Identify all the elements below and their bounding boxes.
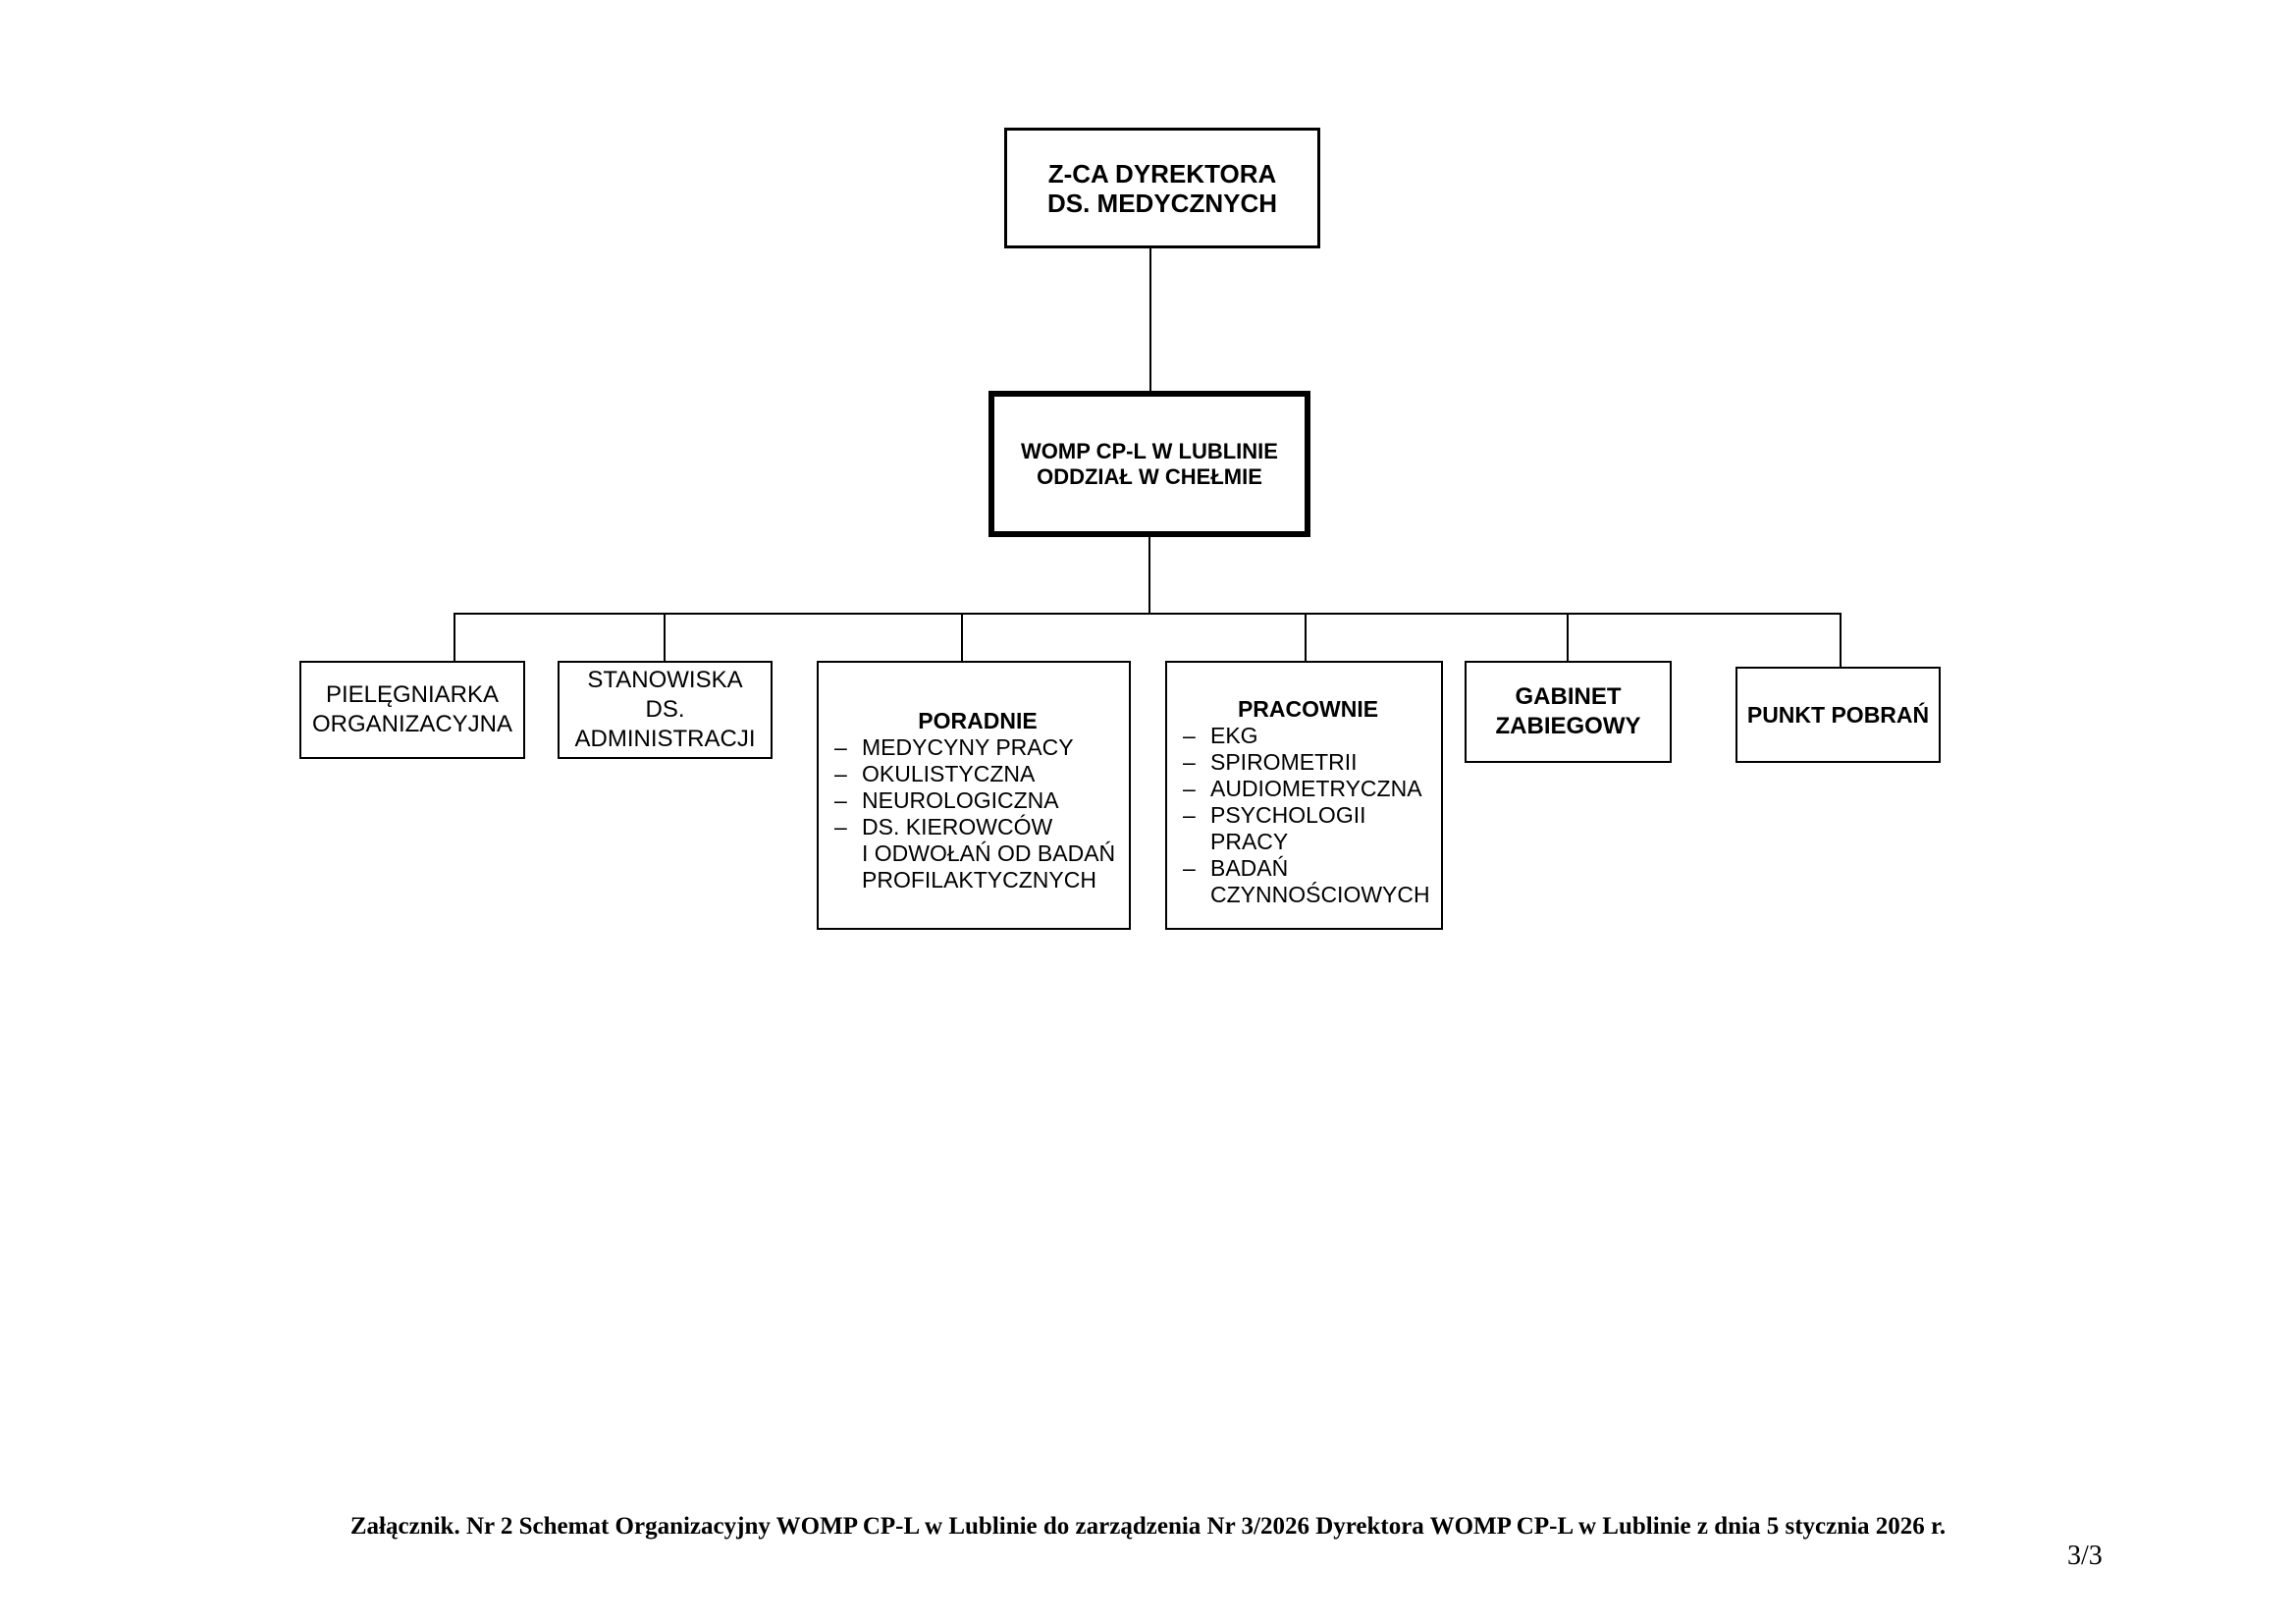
dash-bullet: – xyxy=(834,814,847,839)
poradnie-title: PORADNIE xyxy=(918,708,1038,733)
dash-bullet: – xyxy=(834,787,847,813)
dash-bullet: – xyxy=(1183,749,1196,775)
dash-bullet: – xyxy=(1183,855,1196,881)
node-label: WOMP CP-L W LUBLINIE ODDZIAŁ W CHEŁMIE xyxy=(1021,438,1278,489)
list-item-label: AUDIOMETRYCZNA xyxy=(1210,776,1422,801)
pracownie-list: – EKG – SPIROMETRII – AUDIOMETRYCZNA – P… xyxy=(1183,723,1433,908)
dash-bullet: – xyxy=(834,734,847,760)
node-label: GABINET ZABIEGOWY xyxy=(1495,683,1641,739)
page-number: 3/3 xyxy=(2067,1541,2103,1571)
node-label: PIELĘGNIARKA ORGANIZACYJNA xyxy=(311,681,513,737)
node-label: Z-CA DYREKTORA DS. MEDYCZNYCH xyxy=(1046,158,1277,218)
list-item-label: MEDYCYNY PRACY xyxy=(862,734,1074,760)
node-label: STANOWISKA DS. ADMINISTRACJI xyxy=(574,667,756,752)
node-gabinet-zabiegowy: GABINET ZABIEGOWY xyxy=(1465,661,1672,763)
footer-caption: Załącznik. Nr 2 Schemat Organizacyjny WO… xyxy=(349,1513,1947,1540)
dash-bullet: – xyxy=(1183,776,1196,801)
list-item: – NEUROLOGICZNA xyxy=(834,787,1121,814)
node-womp-chelm-branch: WOMP CP-L W LUBLINIE ODDZIAŁ W CHEŁMIE xyxy=(988,391,1310,537)
list-item-label: DS. KIEROWCÓW I ODWOŁAŃ OD BADAŃ PROFILA… xyxy=(862,814,1116,893)
list-item-label: PSYCHOLOGII PRACY xyxy=(1210,802,1366,854)
node-pracownie: PRACOWNIE – EKG – SPIROMETRII – AUDIOMET… xyxy=(1165,661,1443,930)
list-item-label: OKULISTYCZNA xyxy=(862,761,1036,786)
dash-bullet: – xyxy=(1183,723,1196,748)
list-item: – AUDIOMETRYCZNA xyxy=(1183,776,1433,802)
node-label: PUNKT POBRAŃ xyxy=(1746,702,1930,728)
list-item: – MEDYCYNY PRACY xyxy=(834,734,1121,761)
node-punkt-pobran: PUNKT POBRAŃ xyxy=(1735,667,1941,763)
list-item: – BADAŃ CZYNNOŚCIOWYCH xyxy=(1183,855,1433,908)
dash-bullet: – xyxy=(1183,802,1196,828)
pracownie-title: PRACOWNIE xyxy=(1237,696,1379,722)
list-item: – SPIROMETRII xyxy=(1183,749,1433,776)
list-item-label: NEUROLOGICZNA xyxy=(862,787,1059,813)
list-item: – EKG xyxy=(1183,723,1433,749)
dash-bullet: – xyxy=(834,761,847,786)
node-deputy-director: Z-CA DYREKTORA DS. MEDYCZNYCH xyxy=(1004,128,1320,248)
list-item-label: EKG xyxy=(1210,723,1258,748)
node-stanowiska-ds-administracji: STANOWISKA DS. ADMINISTRACJI xyxy=(558,661,773,759)
node-pielegniarka-organizacyjna: PIELĘGNIARKA ORGANIZACYJNA xyxy=(299,661,525,759)
list-item: – PSYCHOLOGII PRACY xyxy=(1183,802,1433,855)
list-item: – DS. KIEROWCÓW I ODWOŁAŃ OD BADAŃ PROFI… xyxy=(834,814,1121,893)
list-item-label: SPIROMETRII xyxy=(1210,749,1358,775)
list-item-label: BADAŃ CZYNNOŚCIOWYCH xyxy=(1210,855,1430,907)
node-poradnie: PORADNIE – MEDYCYNY PRACY – OKULISTYCZNA… xyxy=(817,661,1131,930)
poradnie-list: – MEDYCYNY PRACY – OKULISTYCZNA – NEUROL… xyxy=(834,734,1121,893)
list-item: – OKULISTYCZNA xyxy=(834,761,1121,787)
